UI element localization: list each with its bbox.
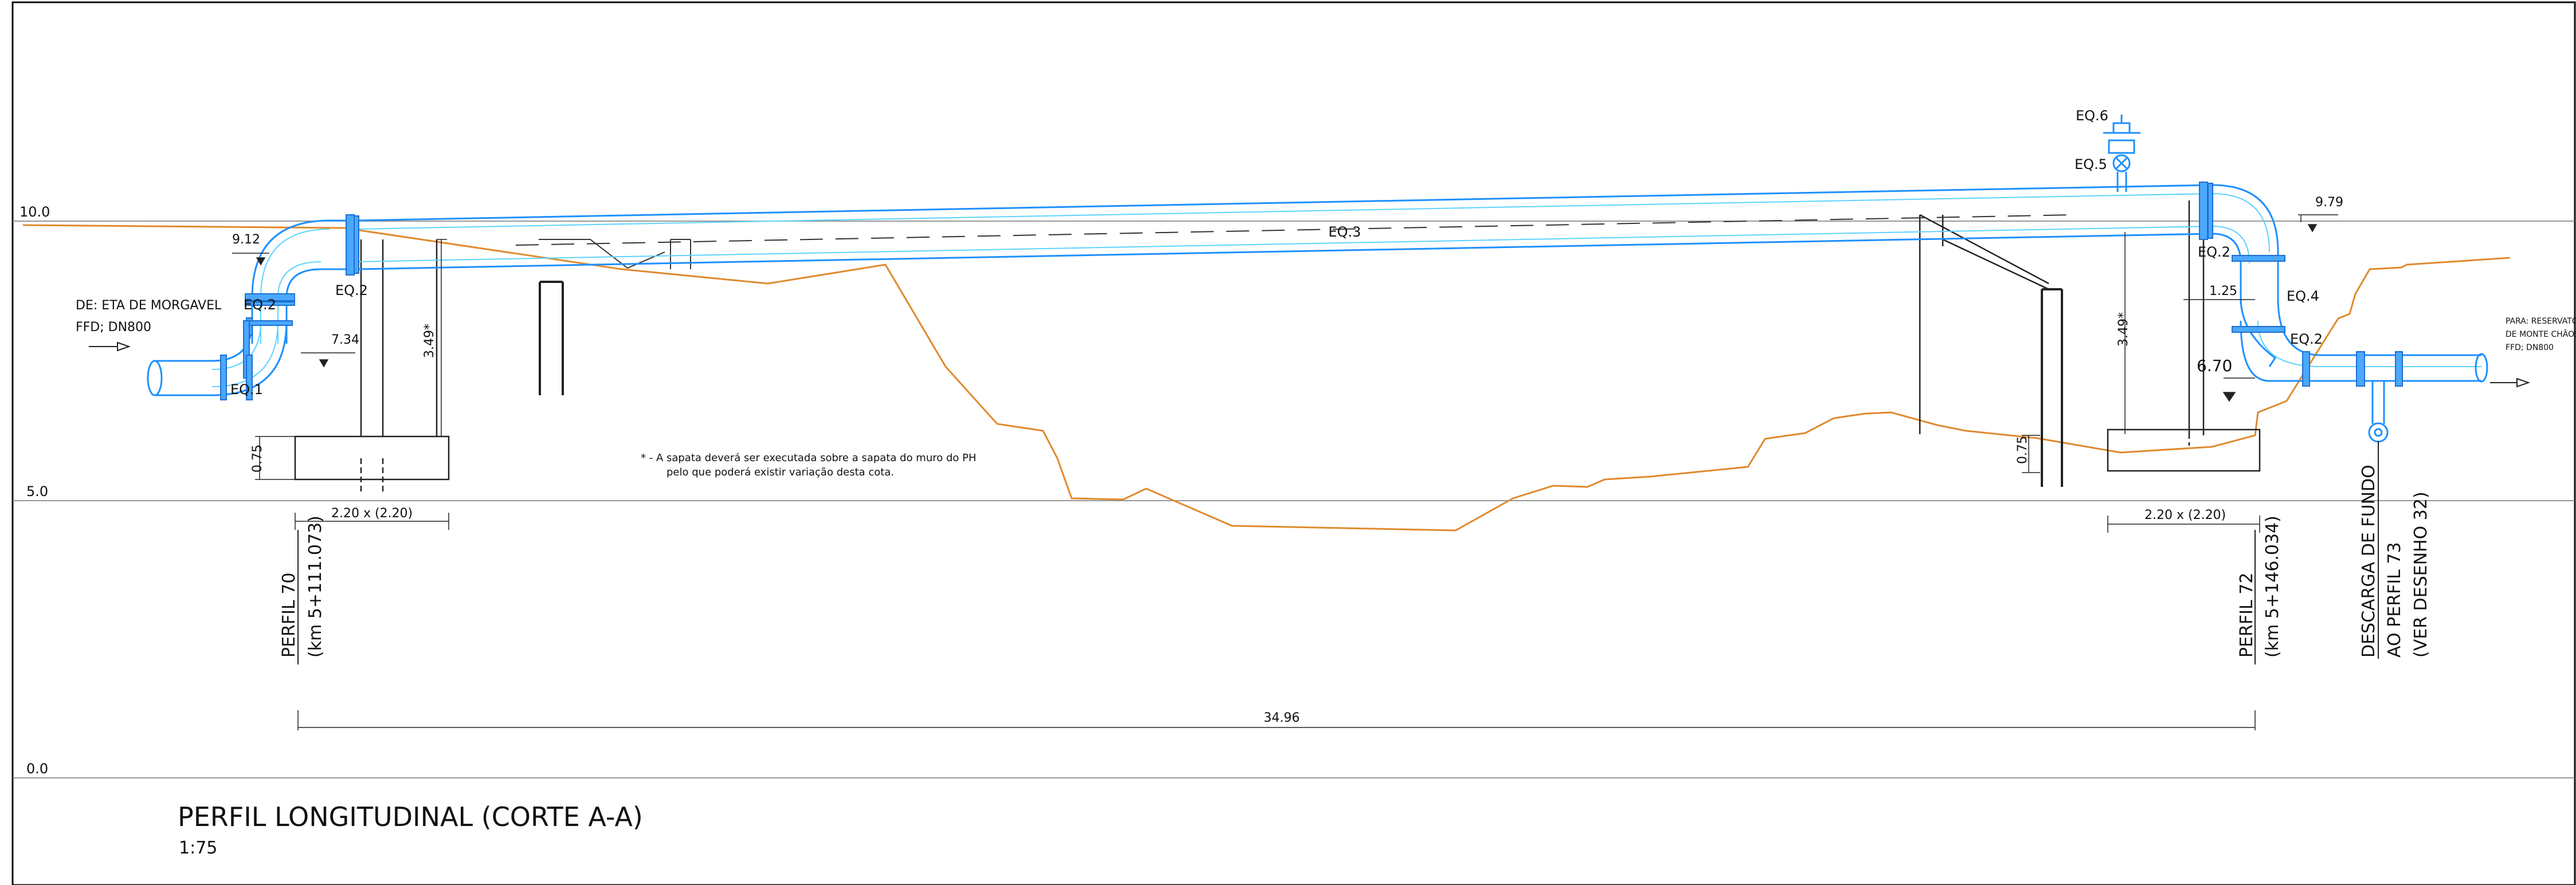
eq-label-2-d: EQ.2 — [2290, 331, 2323, 347]
profile-72-name: PERFIL 72 — [2237, 573, 2257, 658]
dim-0-75-left: 0.75 — [250, 445, 265, 473]
elevation-label-5: 5.0 — [26, 483, 48, 499]
profile-70-km: (km 5+111.073) — [305, 516, 326, 658]
terrain-profile — [22, 224, 2511, 532]
right-pipe-assembly — [2212, 184, 2488, 383]
discharge-label-1: DESCARGA DE FUNDO — [2359, 465, 2379, 658]
dim-9-12: 9.12 — [232, 233, 260, 247]
drawing-scale: 1:75 — [179, 838, 217, 858]
eq-label-3: EQ.3 — [1328, 224, 1361, 240]
dim-footing-right: 2.20 x (2.20) — [2144, 508, 2226, 522]
elevation-label-10: 10.0 — [19, 204, 50, 220]
left-support-legs — [539, 281, 564, 395]
discharge-label-3: (VER DESENHO 32) — [2411, 491, 2431, 658]
profile-70-marker: PERFIL 70 (km 5+111.073) — [279, 516, 326, 664]
right-dimension-lines — [2022, 214, 2338, 533]
discharge-label-2: AO PERFIL 73 — [2385, 542, 2405, 658]
outlet-label-1: PARA: RESERVATÓRIO — [2506, 316, 2576, 326]
drawing-frame — [11, 1, 2576, 885]
discharge-valve — [2368, 381, 2389, 443]
eq-label-1: EQ.1 — [230, 381, 263, 398]
right-flanges — [2199, 182, 2403, 387]
eq-label-5: EQ.5 — [2075, 156, 2107, 172]
eq-label-2-b: EQ.2 — [335, 282, 368, 298]
eq-label-6: EQ.6 — [2076, 108, 2108, 124]
left-support-diagonals — [539, 239, 691, 269]
left-dimension-lines — [232, 239, 2256, 730]
eq-label-4: EQ.4 — [2287, 288, 2319, 304]
inlet-label-1: DE: ETA DE MORGAVEL — [76, 298, 222, 313]
left-pier — [294, 229, 450, 493]
dim-span: 34.96 — [1264, 711, 1300, 725]
profile-70-name: PERFIL 70 — [279, 573, 299, 658]
dim-1-25: 1.25 — [2209, 284, 2237, 298]
right-support-legs — [2041, 288, 2063, 487]
left-flanges — [220, 214, 359, 400]
dim-9-79: 9.79 — [2315, 195, 2343, 210]
dim-7-34: 7.34 — [331, 333, 359, 347]
elevation-label-0: 0.0 — [26, 761, 48, 777]
note-line-1: * - A sapata deverá ser executada sobre … — [641, 452, 977, 464]
outlet-label-2: DE MONTE CHÃOS — [2506, 329, 2576, 339]
profile-72-marker: PERFIL 72 (km 5+146.034) — [2237, 516, 2283, 664]
inlet-label-2: FFD; DN800 — [76, 320, 151, 335]
air-valve — [2103, 115, 2140, 192]
dim-0-75-right: 0.75 — [2016, 436, 2030, 464]
main-pipe — [355, 184, 2213, 270]
outlet-label-3: FFD; DN800 — [2506, 343, 2554, 352]
drawing-title: PERFIL LONGITUDINAL (CORTE A-A) — [178, 801, 643, 832]
eq-label-2-c: EQ.2 — [2198, 244, 2230, 260]
note-line-2: pelo que poderá existir variação desta c… — [666, 466, 894, 478]
dim-3-49-left: 3.49* — [422, 324, 437, 358]
dim-6-70: 6.70 — [2197, 356, 2232, 375]
discharge-marker: DESCARGA DE FUNDO AO PERFIL 73 (VER DESE… — [2359, 441, 2431, 659]
inlet-arrow-icon — [89, 341, 131, 352]
dim-footing-left: 2.20 x (2.20) — [331, 506, 413, 521]
dim-3-49-right: 3.49* — [2116, 312, 2131, 347]
outlet-arrow-icon — [2490, 377, 2531, 388]
right-pier — [1919, 200, 2261, 472]
eq-label-2-a: EQ.2 — [244, 297, 276, 313]
profile-72-km: (km 5+146.034) — [2263, 516, 2283, 658]
elevation-lines — [13, 221, 2575, 778]
